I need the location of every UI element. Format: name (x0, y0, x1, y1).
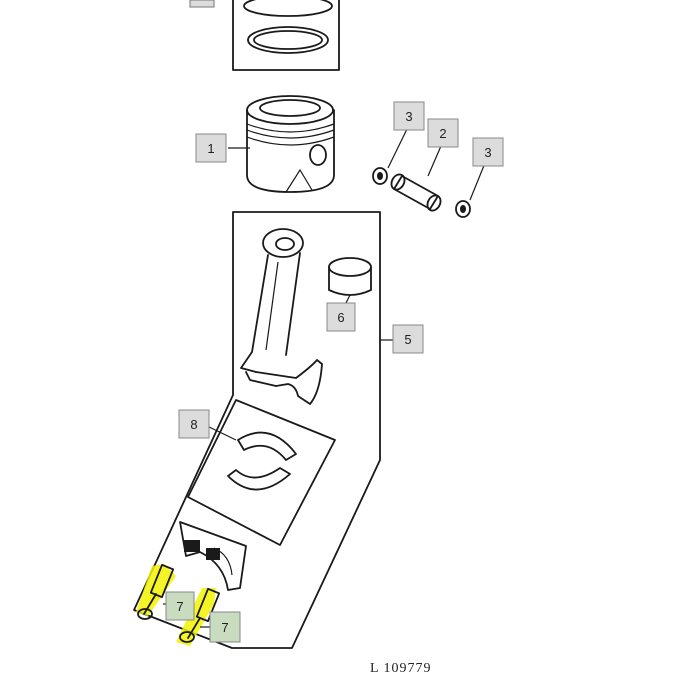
diagram-reference: L 109779 (370, 661, 432, 676)
bushing (328, 257, 372, 306)
callout-2: 2 (427, 118, 459, 148)
bolt-a (136, 563, 176, 620)
callout-1: 1 (195, 133, 227, 163)
cut-callout-box (189, 0, 215, 8)
retainer-left (372, 167, 388, 185)
callout-6: 6 (326, 302, 356, 332)
callout-7a: 7 (163, 591, 195, 621)
bolt-b (176, 587, 221, 646)
callout-1-label: 1 (207, 141, 214, 156)
piston-pin (390, 173, 442, 212)
callout-3-left-label: 3 (405, 109, 412, 124)
callout-2-label: 2 (439, 126, 446, 141)
rod-cap (179, 521, 247, 591)
bearing-set (187, 399, 336, 546)
callout-6-label: 6 (337, 310, 344, 325)
piston (228, 95, 335, 193)
callout-8-label: 8 (190, 417, 197, 432)
piston-ring-group (189, 0, 340, 71)
connecting-rod (240, 228, 323, 405)
retainer-right (455, 200, 471, 218)
callout-7a-label: 7 (176, 599, 183, 614)
callout-5-label: 5 (404, 332, 411, 347)
callout-3-left: 3 (393, 101, 425, 131)
callout-3-right-label: 3 (484, 145, 491, 160)
callout-8: 8 (178, 409, 210, 439)
callout-7b-label: 7 (221, 620, 228, 635)
callout-3-right: 3 (472, 137, 504, 167)
callout-5: 5 (392, 324, 424, 354)
callout-7b: 7 (200, 611, 241, 643)
